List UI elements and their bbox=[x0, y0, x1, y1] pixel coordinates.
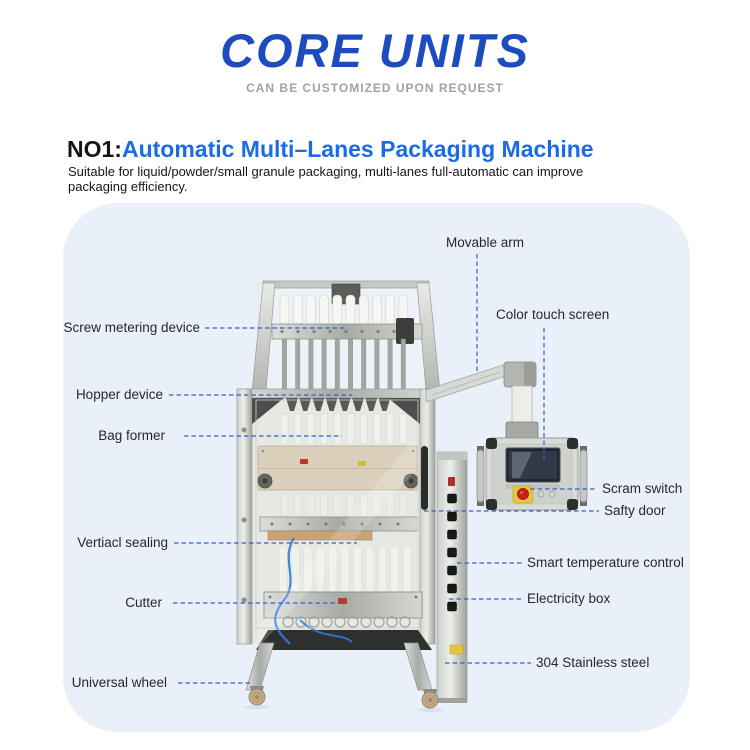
label-stainless-steel: 304 Stainless steel bbox=[536, 655, 650, 670]
label-safety-door: Safty door bbox=[604, 503, 666, 518]
section-heading: NO1:Automatic Multi–Lanes Packaging Mach… bbox=[67, 137, 594, 162]
section-title: Automatic Multi–Lanes Packaging Machine bbox=[121, 136, 594, 162]
section-number: NO1: bbox=[67, 136, 122, 162]
section-description-line2: packaging efficiency. bbox=[68, 178, 188, 194]
section-description: Suitable for liquid/powder/small granule… bbox=[68, 164, 628, 194]
section-description-line1: Suitable for liquid/powder/small granule… bbox=[68, 164, 584, 179]
label-screw-metering-device: Screw metering device bbox=[63, 320, 200, 335]
label-cutter: Cutter bbox=[125, 595, 162, 610]
label-movable-arm: Movable arm bbox=[446, 235, 525, 250]
label-universal-wheel: Universal wheel bbox=[71, 675, 167, 690]
label-electricity-box: Electricity box bbox=[527, 591, 611, 606]
page-title: CORE UNITS bbox=[220, 24, 530, 77]
label-color-touch-screen: Color touch screen bbox=[496, 307, 610, 322]
label-vertical-sealing: Vertiacl sealing bbox=[77, 535, 168, 550]
page-subtitle: CAN BE CUSTOMIZED UPON REQUEST bbox=[246, 81, 504, 95]
label-smart-temperature-control: Smart temperature control bbox=[527, 555, 684, 570]
label-bag-former: Bag former bbox=[98, 428, 165, 443]
diagram-panel bbox=[63, 203, 690, 732]
label-hopper-device: Hopper device bbox=[75, 387, 163, 402]
label-scram-switch: Scram switch bbox=[602, 481, 683, 496]
